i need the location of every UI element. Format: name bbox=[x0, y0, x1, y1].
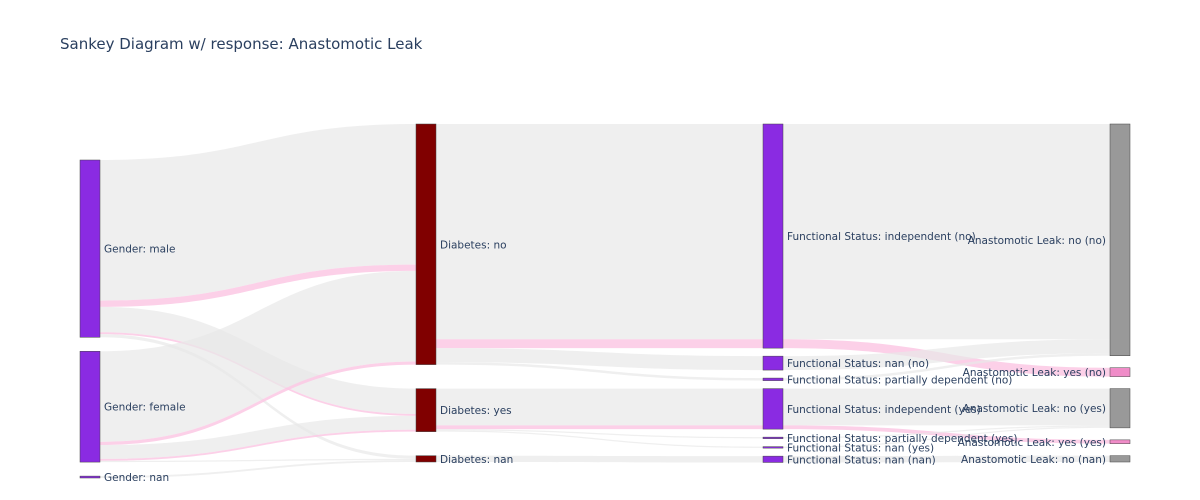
sankey-node-label-dyes: Diabetes: yes bbox=[440, 405, 512, 417]
sankey-link-female-to-dyes-7[interactable] bbox=[100, 415, 416, 459]
sankey-nodes bbox=[79, 123, 1131, 479]
sankey-link-dyes-to-fpyes-17[interactable] bbox=[436, 429, 763, 439]
sankey-node-female[interactable] bbox=[79, 351, 101, 463]
sankey-node-label-fpno: Functional Status: partially dependent (… bbox=[787, 374, 1012, 386]
sankey-node-label-fiyes: Functional Status: independent (yes) bbox=[787, 404, 981, 416]
sankey-link-dnan-to-fnnan-19[interactable] bbox=[436, 455, 763, 463]
sankey-link-dyes-to-fiyes-15[interactable] bbox=[436, 388, 763, 426]
sankey-node-gnan[interactable] bbox=[79, 475, 101, 479]
sankey-node-label-fnnan: Functional Status: nan (nan) bbox=[787, 454, 936, 466]
sankey-link-dno-to-fnno-13[interactable] bbox=[436, 348, 763, 371]
sankey-node-lnoyes[interactable] bbox=[1109, 388, 1131, 429]
sankey-link-fiyes-to-lnoyes-24[interactable] bbox=[783, 388, 1110, 426]
sankey-node-label-fnyes: Functional Status: nan (yes) bbox=[787, 442, 934, 454]
sankey-node-lnonan[interactable] bbox=[1109, 455, 1131, 463]
sankey-link-female-to-dno-6[interactable] bbox=[100, 361, 416, 446]
sankey-node-label-lyesno: Anastomotic Leak: yes (no) bbox=[963, 367, 1106, 379]
sankey-node-dnan[interactable] bbox=[415, 455, 437, 463]
sankey-node-label-fnno: Functional Status: nan (no) bbox=[787, 358, 929, 370]
sankey-link-fnnan-to-lnonan-28[interactable] bbox=[783, 455, 1110, 463]
sankey-link-female-to-dyes-8[interactable] bbox=[100, 429, 416, 461]
sankey-link-dno-to-fino-12[interactable] bbox=[436, 339, 763, 349]
sankey-link-fnno-to-lnono-22[interactable] bbox=[783, 339, 1110, 371]
sankey-node-label-fino: Functional Status: independent (no) bbox=[787, 231, 976, 243]
sankey-link-dyes-to-fnyes-18[interactable] bbox=[436, 430, 763, 448]
sankey-node-lnono[interactable] bbox=[1109, 123, 1131, 356]
sankey-node-label-lyesyes: Anastomotic Leak: yes (yes) bbox=[958, 437, 1106, 449]
chart-title: Sankey Diagram w/ response: Anastomotic … bbox=[60, 35, 423, 53]
sankey-link-dyes-to-fiyes-16[interactable] bbox=[436, 425, 763, 430]
sankey-node-fpno[interactable] bbox=[762, 377, 784, 381]
sankey-link-dno-to-fino-11[interactable] bbox=[436, 124, 763, 340]
sankey-link-fnyes-to-lnoyes-27[interactable] bbox=[783, 426, 1110, 448]
sankey-node-fnnan[interactable] bbox=[762, 455, 784, 463]
sankey-node-fino[interactable] bbox=[762, 123, 784, 349]
sankey-link-fpno-to-lnono-23[interactable] bbox=[783, 353, 1110, 381]
sankey-link-gnan-to-dnan-10[interactable] bbox=[100, 460, 416, 478]
sankey-node-label-lnoyes: Anastomotic Leak: no (yes) bbox=[963, 403, 1106, 415]
sankey-link-fpyes-to-lnoyes-26[interactable] bbox=[783, 425, 1110, 439]
sankey-link-dno-to-fpno-14[interactable] bbox=[436, 362, 763, 381]
sankey-node-lyesyes[interactable] bbox=[1109, 439, 1131, 444]
sankey-link-male-to-dno-0[interactable] bbox=[100, 124, 416, 301]
sankey-node-label-fpyes: Functional Status: partially dependent (… bbox=[787, 433, 1017, 445]
sankey-links bbox=[100, 124, 1110, 478]
sankey-node-label-lnono: Anastomotic Leak: no (no) bbox=[968, 235, 1106, 247]
sankey-node-label-gnan: Gender: nan bbox=[104, 472, 169, 484]
sankey-node-label-male: Gender: male bbox=[104, 244, 175, 256]
sankey-node-lyesno[interactable] bbox=[1109, 367, 1131, 377]
sankey-node-fnno[interactable] bbox=[762, 355, 784, 371]
sankey-link-female-to-dno-5[interactable] bbox=[100, 270, 416, 442]
sankey-link-fino-to-lnono-20[interactable] bbox=[783, 124, 1110, 340]
sankey-node-label-female: Gender: female bbox=[104, 402, 186, 414]
sankey-node-fiyes[interactable] bbox=[762, 388, 784, 430]
sankey-node-label-lnonan: Anastomotic Leak: no (nan) bbox=[961, 454, 1106, 466]
sankey-node-dno[interactable] bbox=[415, 123, 437, 365]
sankey-link-female-to-dnan-9[interactable] bbox=[100, 458, 416, 463]
sankey-node-fnyes[interactable] bbox=[762, 446, 784, 449]
sankey-node-dyes[interactable] bbox=[415, 388, 437, 432]
sankey-node-label-dnan: Diabetes: nan bbox=[440, 454, 513, 466]
sankey-link-fiyes-to-lyesyes-25[interactable] bbox=[783, 425, 1110, 444]
sankey-link-male-to-dno-1[interactable] bbox=[100, 264, 416, 307]
sankey-node-fpyes[interactable] bbox=[762, 436, 784, 439]
sankey-node-label-dno: Diabetes: no bbox=[440, 239, 507, 251]
sankey-node-male[interactable] bbox=[79, 159, 101, 338]
